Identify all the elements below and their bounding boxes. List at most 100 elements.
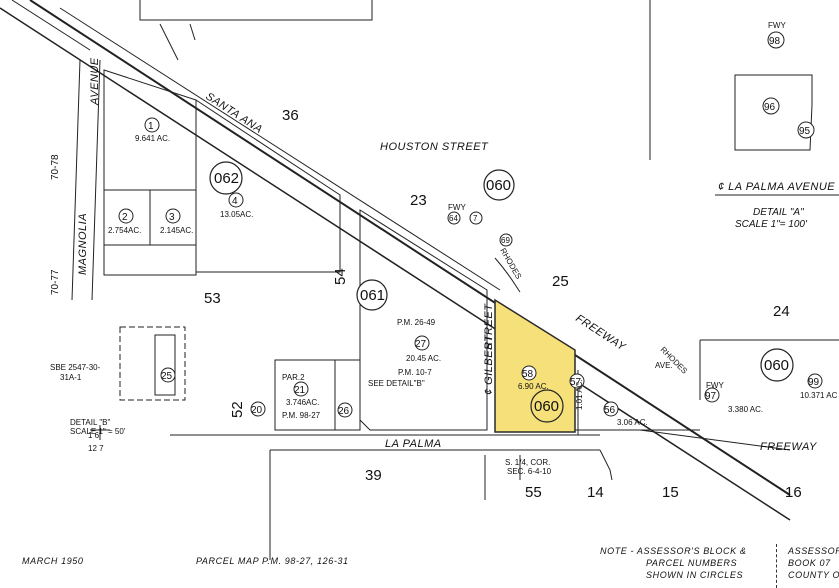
assessor-line-2: BOOK 07: [788, 558, 831, 568]
fwy-label: FWY: [448, 203, 466, 212]
section-36: 36: [282, 107, 299, 124]
section-70-78: 70-78: [50, 154, 61, 180]
parcel-21-circle[interactable]: [293, 381, 309, 397]
parcel-4-circle[interactable]: [228, 192, 244, 208]
section-corner-label-2: SEC. 6-4-10: [507, 467, 552, 476]
parcel-96-circle[interactable]: [762, 97, 780, 115]
parcel-3-circle[interactable]: [165, 208, 181, 224]
parcel-69-circle[interactable]: [499, 233, 513, 247]
parcel-58-label: 58: [522, 369, 534, 380]
parcel-58-circle[interactable]: [521, 365, 537, 381]
section-tick: [90, 425, 110, 440]
note-line-1: NOTE - ASSESSOR'S BLOCK &: [600, 546, 747, 556]
parcel-4-label: 4: [232, 196, 238, 207]
parcel-98-circle[interactable]: [767, 31, 785, 49]
section-15: 15: [662, 484, 679, 501]
parcel-25-label: 25: [161, 371, 173, 382]
block-060-label: 060: [486, 177, 511, 194]
houston-street-label: HOUSTON STREET: [380, 141, 489, 153]
pm-26-49-label: P.M. 26-49: [397, 318, 436, 327]
parcel-block-4: [195, 99, 341, 273]
section-24: 24: [773, 303, 790, 320]
block-061-label: 061: [360, 287, 385, 304]
block-060-circle[interactable]: [483, 169, 515, 201]
fwy-label-98: FWY: [768, 21, 786, 30]
parcel-99-circle[interactable]: [807, 373, 823, 389]
block-060-right-circle[interactable]: [760, 348, 794, 382]
sbe-label: SBE 2547-30-: [50, 363, 101, 372]
detail-b-label: DETAIL "B": [70, 418, 111, 427]
parcel-27-label: 27: [415, 339, 427, 350]
parcel-2-label: 2: [122, 212, 128, 223]
parcel-20-label: 20: [251, 405, 263, 416]
see-detail-b-label: SEE DETAIL"B": [368, 379, 425, 388]
block-061-circle[interactable]: [356, 279, 388, 311]
section-fraction-top: 1 6: [88, 431, 100, 440]
block-062-circle[interactable]: [209, 161, 243, 195]
magnolia-avenue-edges: [71, 59, 101, 301]
la-palma-label: LA PALMA: [385, 438, 442, 450]
parcel-64-circle[interactable]: [447, 211, 461, 225]
detail-a-block: [699, 339, 839, 400]
detail-b-scale: SCALE 1" = 50': [70, 427, 126, 436]
note-line-3: SHOWN IN CIRCLES: [646, 570, 744, 580]
parcel-95-label: 95: [799, 126, 811, 137]
parcel-3-label: 3: [169, 212, 175, 223]
fwy-98-block: [649, 0, 813, 160]
detail-b-parcel: [154, 334, 176, 396]
parcel-7-circle[interactable]: [469, 211, 483, 225]
parcel-97-acreage: 3.380 AC.: [728, 405, 763, 414]
parcel-27-circle[interactable]: [414, 335, 430, 351]
parcel-2-acreage: 2.754AC.: [108, 226, 141, 235]
assessor-line-1: ASSESSOR': [788, 546, 839, 556]
parcel-57-acreage: 1.01 AC.: [575, 379, 584, 410]
parcel-99-acreage: 10.371 AC: [800, 391, 838, 400]
freeway-edge-lower: [0, 7, 791, 521]
section-corner-label: S. 1/4, COR.: [505, 458, 550, 467]
parcel-26-label: 26: [338, 406, 350, 417]
santa-ana-label: SANTA ANA: [203, 90, 264, 136]
parcel-95-circle[interactable]: [797, 121, 815, 139]
parcel-97-circle[interactable]: [704, 387, 720, 403]
parcel-56-circle[interactable]: [603, 401, 619, 417]
parcel-map-reference: PARCEL MAP P.M. 98-27, 126-31: [196, 556, 349, 566]
fwy-label-97: FWY: [706, 381, 724, 390]
freeway-lower-label: FREEWAY: [760, 441, 817, 453]
parcel-block-21: [274, 359, 361, 431]
parcel-2-circle[interactable]: [118, 208, 134, 224]
sbe-label-2: 31A-1: [60, 373, 82, 382]
assessor-line-3: COUNTY O: [788, 570, 839, 580]
section-53: 53: [204, 290, 221, 307]
section-39: 39: [365, 467, 382, 484]
section-55: 55: [525, 484, 542, 501]
parcel-7-label: 7: [473, 214, 478, 223]
parcel-20-circle[interactable]: [250, 401, 266, 417]
magnolia-label: MAGNOLIA: [77, 213, 89, 275]
parcel-21-acreage: 3.746AC.: [286, 398, 319, 407]
parcel-57-circle[interactable]: [569, 373, 585, 389]
parcel-98-label: 98: [769, 36, 781, 47]
parcel-25-circle[interactable]: [160, 367, 176, 383]
freeway-edge-upper: [29, 0, 791, 496]
footer-divider: [776, 544, 779, 588]
la-palma-avenue-label: ¢ LA PALMA AVENUE: [718, 181, 835, 193]
parcel-96-label: 96: [764, 102, 776, 113]
parcel-1-acreage: 9.641 AC.: [135, 134, 170, 143]
parcel-58-acreage: 6.90 AC.: [518, 382, 549, 391]
section-52: 52: [229, 401, 246, 418]
parcel-26-circle[interactable]: [337, 402, 353, 418]
parcel-1-label: 1: [148, 121, 154, 132]
section-16: 16: [785, 484, 802, 501]
section-fraction-bottom: 12 7: [88, 444, 104, 453]
parcel-99-label: 99: [808, 377, 820, 388]
parcel-block-1: [103, 69, 197, 276]
south-parcel-lines: [269, 449, 613, 560]
houston-road-edge: [159, 23, 196, 61]
block-060-highlight-circle[interactable]: [530, 389, 564, 423]
parcel-1-circle[interactable]: [144, 117, 160, 133]
avenue-label: AVENUE: [89, 57, 101, 106]
parcel-27-acreage: 20.45 AC.: [406, 354, 441, 363]
parcel-3-acreage: 2.145AC.: [160, 226, 193, 235]
gilbert-label: ¢ GILBERT: [483, 334, 495, 395]
